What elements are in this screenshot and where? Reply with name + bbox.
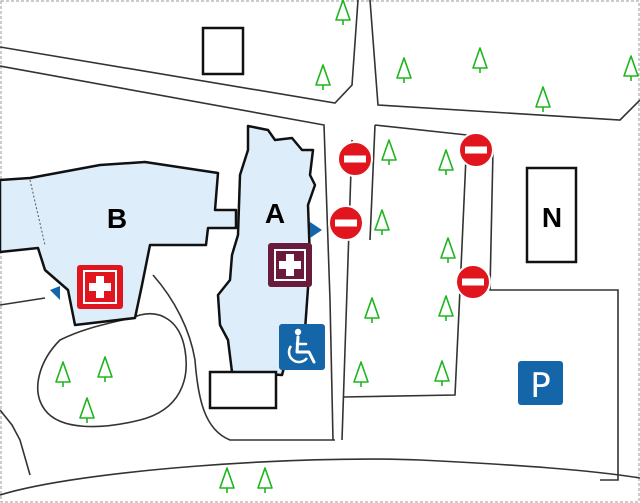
road-south [0, 458, 640, 496]
tree-icon [396, 57, 412, 84]
tree-icon [335, 0, 351, 26]
tree-icon [79, 397, 95, 424]
tree-icon [440, 237, 456, 264]
road-inner-left [369, 124, 376, 241]
road-southwest [0, 409, 31, 476]
road-north-right [369, 0, 640, 121]
no-entry-icon [455, 264, 491, 300]
tree-icon [623, 55, 639, 82]
no-entry-icon [458, 132, 494, 168]
road-inner-top [374, 124, 468, 136]
parking-sign-icon[interactable] [518, 361, 563, 405]
road-lane [341, 139, 353, 441]
small-building [201, 26, 245, 76]
building-b-divider [29, 179, 46, 246]
tree-icon [364, 297, 380, 324]
no-entry-icon [337, 141, 373, 177]
tree-icon [257, 467, 273, 494]
tree-icon [434, 360, 450, 387]
no-entry-icon [328, 205, 364, 241]
building-b-label: B [107, 203, 127, 234]
tree-icon [97, 356, 113, 383]
tree-icon [472, 47, 488, 74]
building-a-annex [208, 370, 278, 410]
road-parking-edge [489, 149, 619, 481]
tree-icon [55, 361, 71, 388]
tree-icon [353, 361, 369, 388]
road-north-upper [0, 0, 359, 104]
tree-icon [315, 64, 331, 91]
tree-icon [438, 149, 454, 176]
tree-icon [374, 209, 390, 236]
tree-icon [438, 295, 454, 322]
tree-icon [381, 139, 397, 166]
no-entry-signs [328, 132, 494, 300]
building-n-label: N [542, 202, 562, 233]
road-loop [152, 274, 335, 441]
road-west-stub [0, 297, 46, 306]
tree-icon [219, 467, 235, 494]
tree-icon [535, 86, 551, 113]
entrance-arrow-icon [50, 286, 60, 300]
building-n-label-bg [537, 200, 567, 234]
wheelchair-icon[interactable] [279, 324, 325, 370]
entrance-arrow-icon [310, 222, 322, 238]
road-inner-right [342, 134, 468, 398]
first-aid-maroon-icon[interactable] [268, 243, 312, 287]
road-center-left [0, 65, 334, 441]
building-a-label: A [265, 198, 285, 229]
building-b[interactable] [0, 160, 238, 327]
parking-label: P [530, 366, 551, 406]
first-aid-red-icon[interactable] [77, 265, 123, 309]
